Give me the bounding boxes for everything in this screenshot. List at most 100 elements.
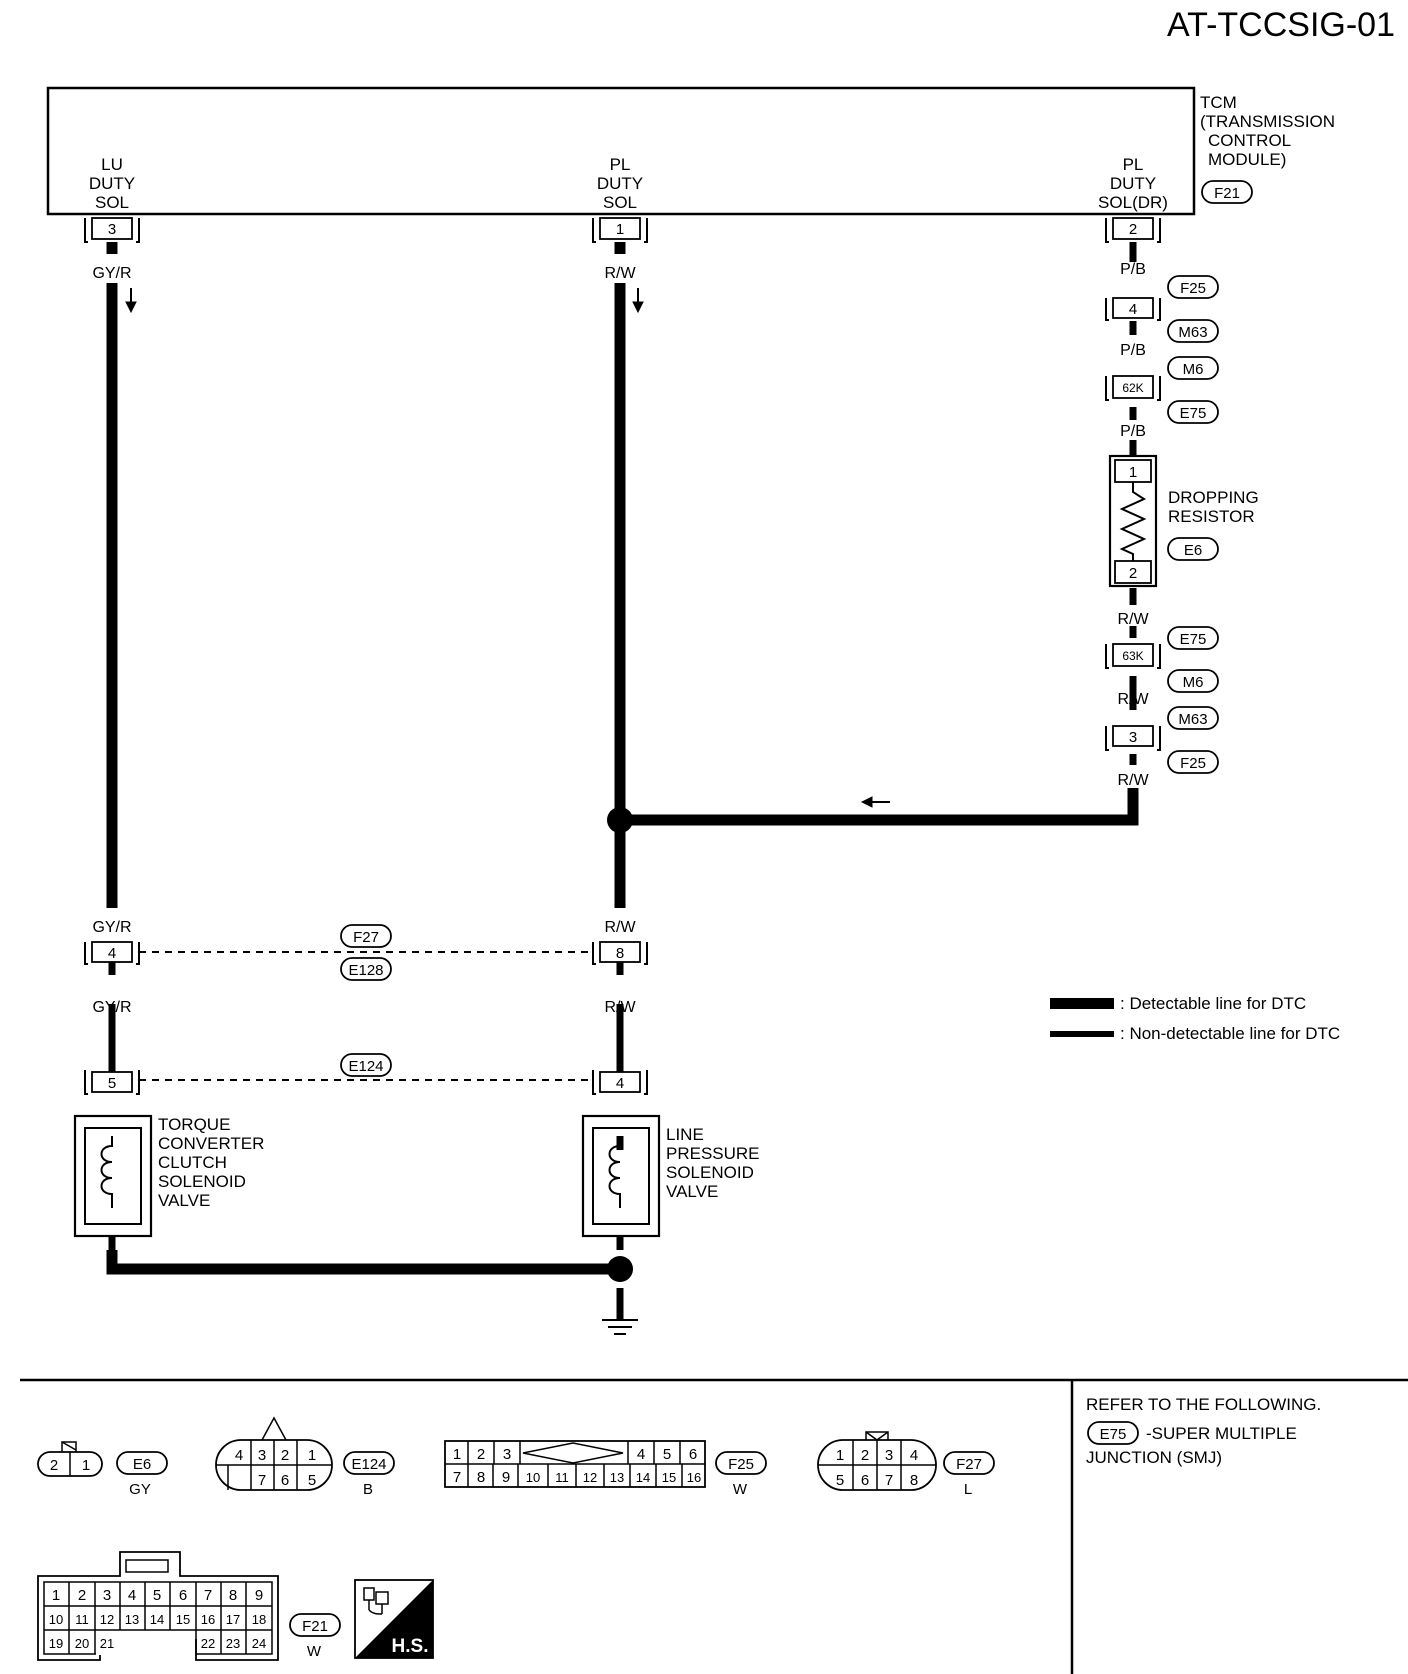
svg-text:16: 16 — [687, 1470, 701, 1485]
junction-f27-left-pin: 4 — [84, 941, 140, 965]
svg-text:REFER TO THE FOLLOWING.: REFER TO THE FOLLOWING. — [1086, 1395, 1321, 1414]
diagram-id: AT-TCCSIG-01 — [1167, 6, 1395, 44]
tcm-terminal-pl: PL DUTY SOL — [597, 155, 643, 212]
svg-text:RESISTOR: RESISTOR — [1168, 507, 1255, 526]
junction-e124-right-pin: 4 — [592, 1070, 648, 1095]
connector-m6-ref-upper: M6 — [1167, 356, 1219, 380]
svg-text:3: 3 — [108, 221, 116, 238]
tcm-box — [46, 86, 1196, 216]
connector-m63-ref: M63 — [1167, 319, 1219, 343]
svg-text:CLUTCH: CLUTCH — [158, 1153, 227, 1172]
wire-label-pl-above-j1: R/W — [604, 919, 636, 936]
junction-f27-ref: F27 — [340, 924, 392, 948]
svg-text:VALVE: VALVE — [666, 1182, 718, 1201]
svg-text:2: 2 — [861, 1447, 869, 1464]
svg-text:3: 3 — [885, 1447, 893, 1464]
svg-text:SOL: SOL — [603, 193, 637, 212]
svg-text:F21: F21 — [1214, 185, 1240, 202]
svg-text:1: 1 — [82, 1457, 90, 1474]
svg-text:1: 1 — [453, 1446, 461, 1463]
svg-text:2: 2 — [1129, 565, 1137, 582]
connector-f25-ref-lower: F25 — [1167, 750, 1219, 774]
tcm-pin-1: 1 — [592, 217, 648, 243]
svg-text:E6: E6 — [1184, 542, 1202, 559]
svg-text:16: 16 — [201, 1612, 215, 1627]
connector-e75-ref-lower: E75 — [1167, 626, 1219, 650]
svg-text:F27: F27 — [353, 929, 379, 946]
wire-label-lu-below-j1: GY/R — [92, 999, 131, 1016]
ground-icon — [602, 1319, 638, 1335]
svg-text:E75: E75 — [1100, 1426, 1127, 1443]
svg-text:8: 8 — [477, 1469, 485, 1486]
svg-text:W: W — [307, 1643, 322, 1660]
svg-text:15: 15 — [662, 1470, 676, 1485]
wire-label-lu-above-j1: GY/R — [92, 919, 131, 936]
svg-text:E6: E6 — [133, 1456, 151, 1473]
svg-text:6: 6 — [861, 1472, 869, 1489]
connector-view-f27: 1 2 3 4 5 6 7 8 F27 L — [817, 1431, 995, 1498]
svg-text:7: 7 — [204, 1587, 212, 1604]
svg-text:6: 6 — [689, 1446, 697, 1463]
svg-text:8: 8 — [616, 945, 624, 962]
svg-text:5: 5 — [108, 1075, 116, 1092]
svg-text:18: 18 — [252, 1612, 266, 1627]
connector-f25-m63-pin4: 4 — [1105, 297, 1161, 321]
svg-text:PL: PL — [610, 155, 631, 174]
svg-text:4: 4 — [235, 1447, 243, 1464]
wire-label-pl-below-j1: R/W — [604, 999, 636, 1016]
connector-view-e6: 2 1 E6 GY — [37, 1441, 168, 1498]
splice-dot — [607, 807, 633, 833]
connector-e6-ref-resistor: E6 — [1167, 537, 1219, 561]
connector-f25-ref: F25 — [1167, 275, 1219, 299]
svg-text:TORQUE: TORQUE — [158, 1115, 230, 1134]
svg-text:LU: LU — [101, 155, 123, 174]
svg-text:M6: M6 — [1183, 361, 1204, 378]
svg-text:17: 17 — [226, 1612, 240, 1627]
svg-text:10: 10 — [526, 1470, 540, 1485]
junction-f27-right-pin: 8 — [592, 941, 648, 965]
torque-converter-clutch-solenoid-label: TORQUE CONVERTER CLUTCH SOLENOID VALVE — [158, 1115, 264, 1210]
hs-badge: H.S. — [354, 1579, 434, 1659]
svg-text:20: 20 — [75, 1636, 89, 1651]
svg-text:F21: F21 — [302, 1618, 328, 1635]
svg-text:14: 14 — [636, 1470, 650, 1485]
coil-icon — [100, 1136, 113, 1208]
svg-text:24: 24 — [252, 1636, 266, 1651]
connector-view-e124: 4 3 2 1 7 6 5 E124 B — [215, 1416, 395, 1498]
svg-text:22: 22 — [201, 1636, 215, 1651]
svg-text:3: 3 — [103, 1587, 111, 1604]
svg-text:3: 3 — [1129, 729, 1137, 746]
wire-label-right-1: P/B — [1120, 261, 1146, 278]
tcm-label: TCM (TRANSMISSION CONTROL MODULE) — [1200, 93, 1335, 169]
svg-text:(TRANSMISSION: (TRANSMISSION — [1200, 112, 1335, 131]
wire-label-pl-top: R/W — [604, 265, 636, 282]
dropping-resistor: 1 2 — [1108, 454, 1158, 588]
svg-text:1: 1 — [52, 1587, 60, 1604]
svg-text:SOLENOID: SOLENOID — [666, 1163, 754, 1182]
svg-text:7: 7 — [885, 1472, 893, 1489]
svg-text:CONTROL: CONTROL — [1208, 131, 1291, 150]
svg-text:SOL: SOL — [95, 193, 129, 212]
wire-label-right-6: R/W — [1117, 772, 1149, 789]
svg-text:L: L — [964, 1481, 972, 1498]
signal-arrows — [125, 288, 890, 808]
coil-icon — [608, 1136, 621, 1208]
connector-m6-ref-lower: M6 — [1167, 669, 1219, 693]
legend-detectable: : Detectable line for DTC — [1050, 994, 1306, 1013]
wire-label-lu-top: GY/R — [92, 265, 131, 282]
refer-block: REFER TO THE FOLLOWING. E75 -SUPER MULTI… — [1086, 1395, 1321, 1467]
svg-text:E75: E75 — [1180, 405, 1207, 422]
svg-text:7: 7 — [258, 1472, 266, 1489]
svg-text:4: 4 — [616, 1075, 624, 1092]
junction-e124-ref: E124 — [340, 1053, 392, 1077]
tcm-connector-ref: F21 — [1201, 180, 1253, 204]
svg-text:21: 21 — [100, 1636, 114, 1651]
svg-text:15: 15 — [176, 1612, 190, 1627]
svg-text:2: 2 — [477, 1446, 485, 1463]
svg-text:VALVE: VALVE — [158, 1191, 210, 1210]
connector-e75-ref-upper: E75 — [1167, 400, 1219, 424]
svg-text:E128: E128 — [348, 962, 383, 979]
svg-text:11: 11 — [555, 1470, 569, 1485]
svg-text:DROPPING: DROPPING — [1168, 488, 1259, 507]
svg-text:: Non-detectable line for DTC: : Non-detectable line for DTC — [1120, 1024, 1340, 1043]
